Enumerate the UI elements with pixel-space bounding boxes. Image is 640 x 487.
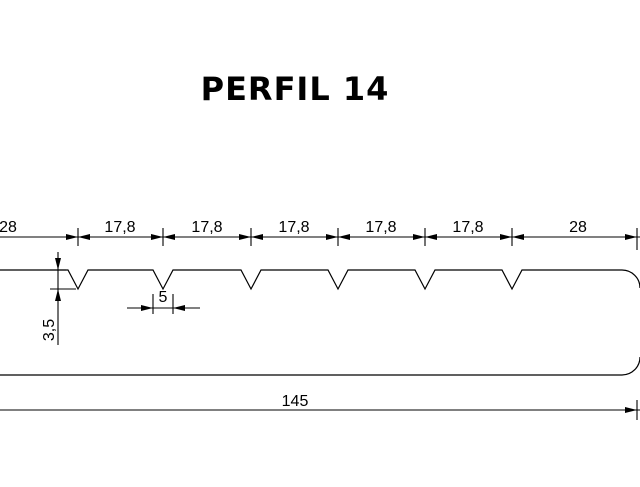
groove-width-dimension: 5 bbox=[127, 289, 200, 314]
dim-label-groove-4: 17,8 bbox=[365, 219, 396, 236]
total-width-dimension: 145 bbox=[0, 393, 640, 420]
top-dimension-labels: 28 17,8 17,8 17,8 17,8 17,8 28 bbox=[0, 219, 587, 236]
dim-label-groove-1: 17,8 bbox=[104, 219, 135, 236]
dim-label-groove-3: 17,8 bbox=[278, 219, 309, 236]
profile-outline bbox=[0, 269, 640, 376]
drawing-title: PERFIL 14 bbox=[200, 70, 390, 108]
dim-label-groove-5: 17,8 bbox=[452, 219, 483, 236]
dim-label-groove-2: 17,8 bbox=[191, 219, 222, 236]
top-dimension-chain bbox=[0, 228, 640, 250]
total-width-label: 145 bbox=[282, 393, 309, 410]
dim-label-left-edge: 28 bbox=[0, 219, 17, 236]
groove-width-label: 5 bbox=[159, 289, 168, 306]
groove-depth-dimension: 3,5 bbox=[41, 252, 76, 345]
groove-depth-label: 3,5 bbox=[41, 319, 58, 341]
dim-label-right-edge: 28 bbox=[569, 219, 587, 236]
